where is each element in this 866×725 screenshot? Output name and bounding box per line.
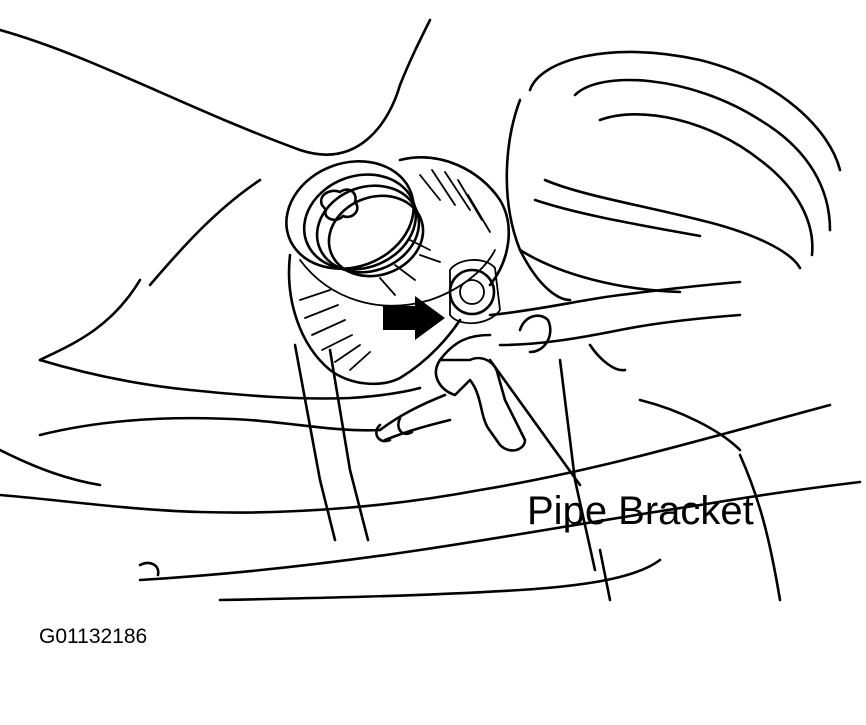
cylinder-outer [528, 50, 842, 172]
cylinder-ring-1 [573, 78, 832, 232]
cylinder-ring-3 [543, 178, 802, 270]
figure-id-label: G01132186 [39, 625, 148, 648]
crossmember-upper [38, 416, 382, 437]
callout-leader-line [488, 358, 582, 487]
upper-panel-curve [148, 178, 262, 287]
pipe-bracket-shape [434, 356, 527, 452]
alternator-fins [299, 169, 491, 371]
left-lower-frame [0, 448, 102, 487]
subframe-lower [138, 480, 862, 582]
subframe-end-left [138, 561, 160, 577]
body-panel-outline [0, 18, 432, 156]
right-frame [638, 398, 782, 602]
pulley-hub [319, 188, 359, 222]
pipe-right-end [588, 343, 627, 372]
pulley-outer [285, 160, 415, 270]
subframe-upper [0, 403, 832, 514]
pulley-groove-3 [327, 194, 425, 278]
strut-right [558, 358, 612, 602]
pipe-down [438, 333, 492, 362]
alternator-housing-ring [299, 249, 496, 307]
hose-clip [375, 416, 414, 443]
pipe-joint [518, 314, 552, 354]
alternator-housing [287, 253, 462, 386]
cylinder-ring-4 [533, 198, 702, 238]
cylinder-body [505, 98, 572, 302]
pipe-upper-edge [488, 280, 742, 317]
left-body-edge [38, 278, 142, 362]
pointer-arrow [383, 296, 445, 340]
alternator-rear [398, 156, 511, 287]
strut-left [293, 343, 370, 542]
pipe-bracket-callout-label: Pipe Bracket [527, 489, 754, 533]
pipe-lower-edge [498, 313, 742, 347]
bolt-bracket [449, 259, 501, 325]
floor-line [218, 558, 662, 602]
mounting-bolt-inner [459, 279, 485, 305]
cylinder-ring-2 [598, 113, 814, 257]
hose-left [378, 393, 452, 442]
crossmember-lower [38, 358, 422, 400]
